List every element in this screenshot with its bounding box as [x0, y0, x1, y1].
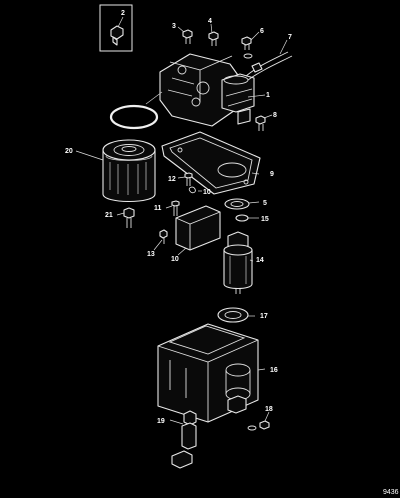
callout-6: 6 — [260, 28, 264, 35]
callout-11: 11 — [154, 205, 162, 212]
callout-15: 15 — [261, 216, 269, 223]
grommet-part-5 — [224, 198, 260, 210]
inset-box-fitting — [99, 4, 133, 52]
callout-9: 9 — [270, 171, 274, 178]
gasket-part-9 — [161, 131, 261, 195]
clip-part-10-upper — [188, 186, 202, 194]
filter-o-ring — [109, 91, 163, 130]
screw-part-6 — [241, 31, 260, 50]
screw-part-3 — [177, 26, 193, 44]
callout-4: 4 — [208, 18, 212, 25]
callout-10-upper: 10 — [203, 189, 211, 196]
callout-18: 18 — [265, 406, 273, 413]
callout-12: 12 — [168, 176, 176, 183]
callout-20: 20 — [65, 148, 73, 155]
o-ring-small — [243, 53, 253, 59]
ring-part-15 — [235, 214, 259, 222]
screw-part-18 — [247, 411, 270, 431]
callout-14: 14 — [256, 257, 264, 264]
fitting-part-13 — [153, 229, 168, 251]
screw-part-4 — [208, 23, 219, 46]
figure-number: 9436 — [383, 489, 399, 496]
bracket-part-10-lower — [175, 205, 221, 256]
fitting-part-21 — [116, 207, 135, 228]
fitting-part-19 — [169, 410, 197, 469]
screw-part-12 — [177, 172, 193, 186]
callout-8: 8 — [273, 112, 277, 119]
callout-3: 3 — [172, 23, 176, 30]
callout-10-lower: 10 — [171, 256, 179, 263]
callout-7: 7 — [288, 34, 292, 41]
callout-2: 2 — [121, 10, 125, 17]
fuel-filter-part-20 — [75, 139, 156, 202]
lower-housing-part-16 — [157, 323, 266, 423]
screw-part-8 — [255, 114, 273, 131]
upper-housing-part-1 — [159, 53, 266, 127]
callout-5: 5 — [263, 200, 267, 207]
callout-13: 13 — [147, 251, 155, 258]
callout-19: 19 — [157, 418, 165, 425]
screw-part-11 — [165, 200, 180, 216]
callout-16: 16 — [270, 367, 278, 374]
fuel-pump-part-14 — [223, 231, 254, 294]
callout-21: 21 — [105, 212, 113, 219]
wire-harness-part-7 — [245, 39, 293, 81]
callout-1: 1 — [266, 92, 270, 99]
grommet-part-17 — [217, 307, 255, 323]
callout-17: 17 — [260, 313, 268, 320]
